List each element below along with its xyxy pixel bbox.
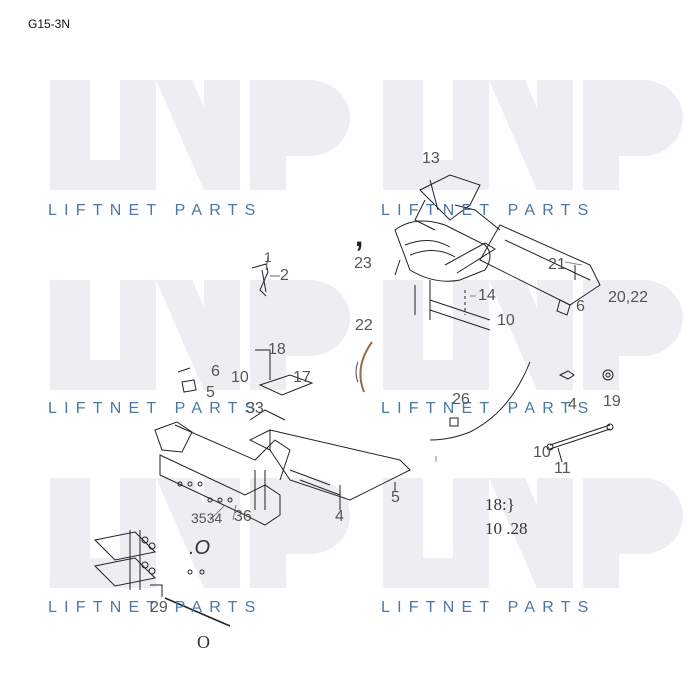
watermark-text: LIFTNET PARTS (381, 599, 596, 616)
callout-label: 29 (150, 599, 168, 616)
watermark-text: LIFTNET PARTS (48, 400, 263, 417)
mark-symbol: , (355, 220, 364, 253)
callout-label: 22 (355, 317, 373, 334)
callout-label: 18:} (485, 495, 515, 514)
callout-label: 2 (280, 267, 289, 284)
callout-label: 10 .28 (485, 519, 528, 538)
watermark-text: LIFTNET PARTS (381, 400, 596, 417)
page-code: G15-3N (28, 17, 71, 31)
watermark-logo (383, 478, 683, 588)
callout-label: 20,22 (608, 289, 649, 306)
parts-line-art (93, 174, 614, 627)
leader-lines (209, 261, 583, 521)
callout-label: 3534 (191, 510, 223, 526)
callout-label: 17 (293, 369, 311, 386)
bracket-part (251, 263, 269, 297)
callout-label: 6 (211, 363, 220, 380)
main-frame (154, 409, 291, 526)
callout-label: 4 (568, 396, 577, 413)
seat-assembly (394, 174, 601, 331)
callout-label: 4 (335, 508, 344, 525)
watermark-logo (50, 280, 350, 390)
callout-label: 10 (497, 312, 515, 329)
callout-label: O (197, 632, 210, 652)
callout-label: 5 (391, 489, 400, 506)
callout-label: 10 (231, 369, 249, 386)
bottom-brackets (93, 530, 231, 627)
callout-label: 18 (268, 341, 286, 358)
watermark-logo (50, 478, 350, 588)
callout-label: 10 (533, 444, 551, 461)
callout-label: 14 (478, 287, 496, 304)
callout-label: 23 (354, 255, 372, 272)
watermark-logos (50, 80, 683, 588)
watermark-text: LIFTNET PARTS (48, 202, 263, 219)
callout-label: 19 (603, 393, 621, 410)
callout-label: 36 (234, 508, 252, 525)
watermark-text: LIFTNET PARTS (381, 202, 596, 219)
watermark-logo (50, 80, 350, 190)
watermark-text: LIFTNET PARTS (48, 599, 263, 616)
callout-label: 5 (206, 384, 215, 401)
callout-label: 33 (246, 400, 264, 417)
callout-label: 13 (422, 150, 440, 167)
callout-label: 26 (452, 391, 470, 408)
watermark-logo (383, 80, 683, 190)
callout-label: .O (189, 537, 211, 559)
floor-plate (248, 429, 411, 510)
callout-label: 11 (554, 460, 571, 477)
callout-label: 1 (264, 249, 272, 265)
callout-label: 6 (576, 298, 585, 315)
watermark-logo (383, 280, 683, 390)
callout-label: 21 (548, 256, 566, 273)
